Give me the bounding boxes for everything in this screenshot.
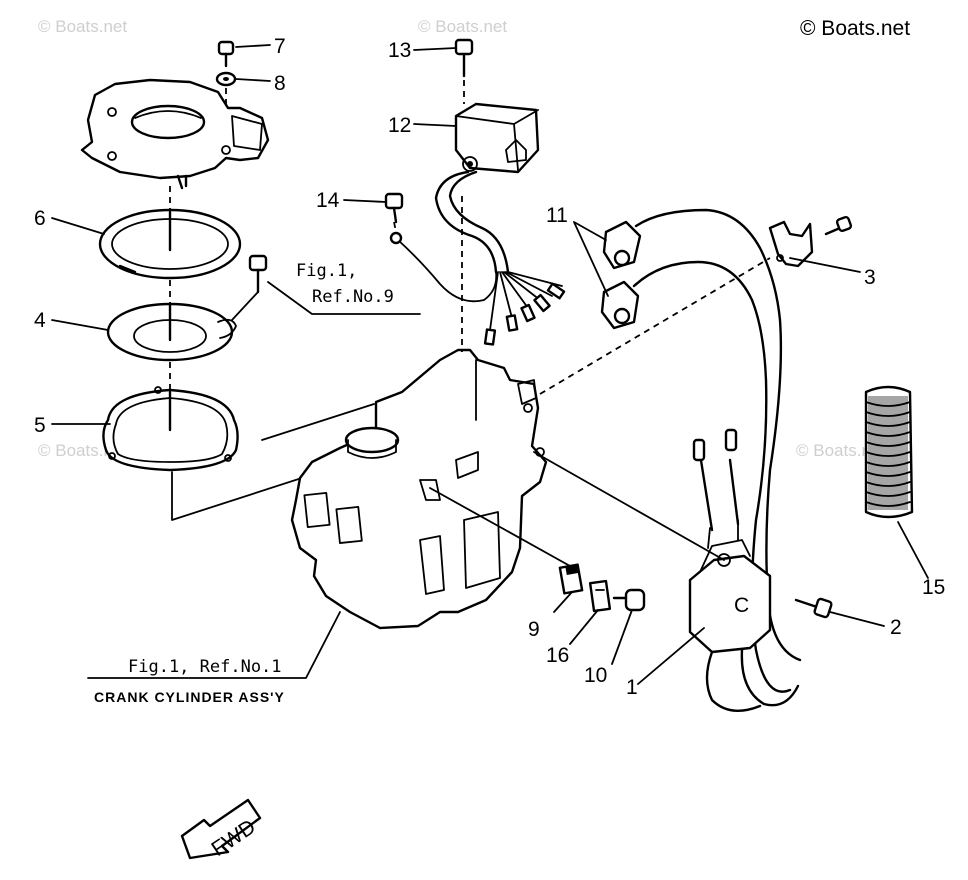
callout-11: 11 [546, 204, 568, 227]
watermark: © Boats.net [38, 17, 127, 36]
part-3-clamp[interactable] [768, 220, 814, 268]
callout-5: 5 [34, 414, 46, 437]
coil-c-mark: C [734, 594, 749, 617]
fig1-ref9-label-line2: Ref.No.9 [312, 287, 394, 307]
copyright-label: © Boats.net [800, 17, 910, 40]
callout-6: 6 [34, 207, 46, 230]
wire-harness[interactable] [397, 170, 566, 346]
watermark: © Boats.net [796, 441, 885, 460]
base-plate[interactable] [80, 78, 270, 190]
part-4-plate[interactable] [106, 302, 237, 362]
part-1-ignition-coil[interactable]: C [688, 428, 800, 712]
part-13-bolt[interactable] [454, 38, 474, 78]
leader-line [261, 403, 375, 441]
part-10-screw[interactable] [612, 588, 646, 612]
callout-8: 8 [274, 72, 286, 95]
part-9-clip[interactable] [558, 563, 584, 595]
part-12-module[interactable] [454, 102, 540, 174]
part-7-bolt[interactable] [217, 40, 235, 68]
fig1-ref9-label-line1: Fig.1, [296, 261, 357, 281]
callout-9: 9 [528, 618, 540, 641]
part-16-spacer[interactable] [588, 579, 612, 613]
callout-12: 12 [388, 114, 411, 137]
callout-14: 14 [316, 189, 340, 212]
fig1-ref9-screw[interactable] [248, 254, 268, 294]
callout-15: 15 [922, 576, 945, 599]
crank-cylinder-block[interactable] [290, 348, 548, 630]
part-14-screw[interactable] [384, 192, 404, 245]
callout-leaders [51, 44, 929, 685]
part-15-boot[interactable] [864, 385, 914, 519]
callout-1: 1 [626, 676, 638, 699]
leader-line [429, 487, 571, 567]
part-5-gasket[interactable] [102, 386, 239, 472]
callout-3: 3 [864, 266, 876, 289]
leader-line [533, 451, 725, 561]
watermark: © Boats.net [418, 17, 507, 36]
callout-10: 10 [584, 664, 607, 687]
fwd-arrow-icon: FWD [180, 798, 262, 861]
fig1-ref1-label: Fig.1, Ref.No.1 [128, 657, 282, 677]
callout-7: 7 [274, 35, 286, 58]
crank-cylinder-label: CRANK CYLINDER ASS'Y [94, 689, 285, 705]
leader-line [231, 281, 421, 321]
callout-4: 4 [34, 309, 46, 332]
part-2-bolt[interactable] [794, 597, 833, 619]
callout-13: 13 [388, 39, 411, 62]
callout-16: 16 [546, 644, 569, 667]
callout-2: 2 [890, 616, 902, 639]
part-6-ring[interactable] [98, 208, 242, 280]
part-8-washer[interactable] [215, 71, 237, 87]
leader-line [87, 611, 341, 679]
part-3-screw[interactable] [824, 215, 853, 236]
